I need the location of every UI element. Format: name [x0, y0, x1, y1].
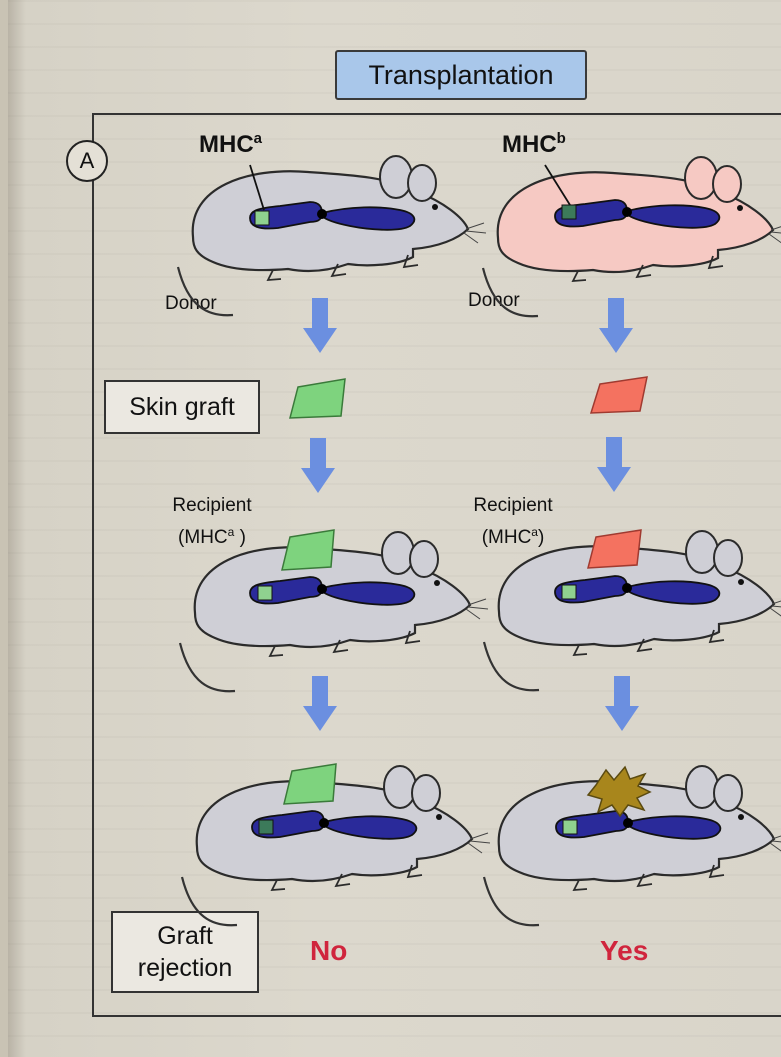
grafted-skin-green	[282, 530, 334, 570]
arrow-down-icon	[301, 438, 335, 493]
arrow-down-icon	[303, 676, 337, 731]
donor-left-mouse	[178, 156, 486, 315]
arrow-down-icon	[599, 298, 633, 353]
grafted-skin-red	[588, 530, 641, 568]
recipient-left-mouse	[180, 532, 488, 691]
mhc-band-a	[563, 820, 577, 834]
mhc-band-a	[255, 211, 269, 225]
accepted-graft	[284, 764, 336, 804]
mhc-band-a	[562, 585, 576, 599]
mhc-band-a	[258, 586, 272, 600]
mhc-band	[259, 820, 273, 834]
arrow-down-icon	[597, 437, 631, 492]
outcome-left-mouse	[182, 766, 490, 925]
arrow-down-icon	[605, 676, 639, 731]
arrow-down-icon	[303, 298, 337, 353]
mhc-band-b	[562, 205, 576, 219]
donor-right-mouse	[483, 157, 781, 316]
skin-graft-red	[591, 377, 647, 413]
skin-graft-green	[290, 379, 345, 418]
